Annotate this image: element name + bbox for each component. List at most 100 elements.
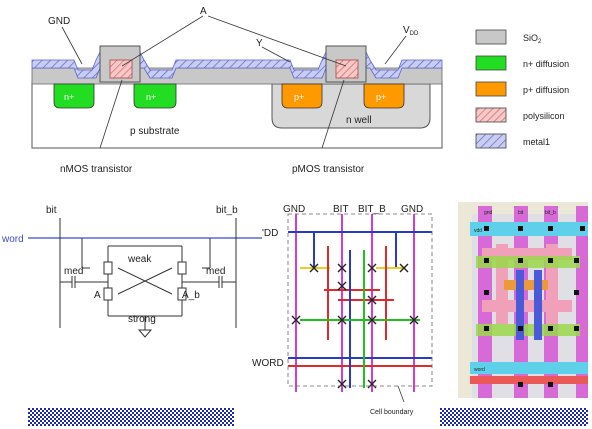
layout-contact xyxy=(518,226,523,231)
stick-bit-label: BIT xyxy=(333,204,349,215)
contact-8 xyxy=(337,315,347,325)
pmos-pointer xyxy=(321,79,345,149)
contact-4 xyxy=(399,263,409,273)
layout-contact xyxy=(518,258,523,263)
schematic-med-right-label: med xyxy=(206,266,225,277)
layout-contact xyxy=(484,290,489,295)
stick-vdd-label: 'DD xyxy=(262,228,278,239)
layout-contact xyxy=(484,258,489,263)
legend-swatch-n-diffusion xyxy=(475,55,507,71)
legend-swatch-metal1 xyxy=(475,133,507,149)
contact-1 xyxy=(309,263,319,273)
p-diffusion-left xyxy=(281,83,323,109)
contact-2 xyxy=(337,263,347,273)
layout-vdd-label: vdd xyxy=(474,228,482,234)
pmos-polysilicon-gate xyxy=(335,59,359,79)
legend-label-n-diffusion: n+ diffusion xyxy=(523,59,569,69)
stick-word-label: WORD xyxy=(252,358,284,369)
legend-swatch-polysilicon xyxy=(475,107,507,123)
layout-ndiff-2 xyxy=(476,324,580,336)
ground-symbol xyxy=(137,329,153,338)
sram-schematic xyxy=(28,218,262,338)
layout-contact xyxy=(484,226,489,231)
bottom-band-left xyxy=(28,408,234,426)
layout-word-metal xyxy=(470,362,588,374)
layout-bit-label: bit xyxy=(518,210,524,216)
n-plus-label-right: n+ xyxy=(146,92,156,102)
vdd-pointer xyxy=(384,35,407,65)
contact-5 xyxy=(337,281,347,291)
layout-contact xyxy=(548,326,553,331)
n-plus-label-left: n+ xyxy=(64,92,74,102)
layout-word-label: word xyxy=(474,367,485,373)
y-pointer xyxy=(261,46,291,63)
p-plus-label-left: p+ xyxy=(294,92,304,102)
layout-contact xyxy=(574,326,579,331)
vdd-label: VDD xyxy=(403,25,419,37)
a-pointer-right xyxy=(207,15,347,67)
n-diffusion-right xyxy=(133,83,177,109)
p-plus-label-right: p+ xyxy=(376,92,386,102)
schematic-bit-label: bit xyxy=(46,205,57,216)
stick-bit-b-label: BIT_B xyxy=(358,204,386,215)
contact-7 xyxy=(291,315,301,325)
layout-contact xyxy=(484,326,489,331)
layout-pdiff xyxy=(504,280,548,290)
cell-boundary-label: Cell boundary xyxy=(370,409,414,416)
nmos-transistor-label: nMOS transistor xyxy=(60,164,133,175)
cross-couple-2 xyxy=(117,267,173,295)
stick-gnd-right-label: GND xyxy=(401,204,423,215)
legend-label-polysilicon: polysilicon xyxy=(523,111,565,121)
cell-boundary xyxy=(287,213,433,387)
a-pointer-left xyxy=(121,15,204,67)
layout-contacts xyxy=(484,226,585,387)
nmos-polysilicon-gate xyxy=(109,59,133,79)
inv-left-pmos xyxy=(103,261,113,275)
gnd-pointer xyxy=(61,26,83,65)
pmos-transistor-label: pMOS transistor xyxy=(292,164,365,175)
inv-left-nmos xyxy=(103,287,113,301)
layout-bit-b-label: bit_b xyxy=(545,210,556,216)
schematic-word-label: word xyxy=(1,234,24,245)
layout-word-poly xyxy=(470,376,588,384)
legend-swatch-p-diffusion xyxy=(475,81,507,97)
cell-boundary-pointer xyxy=(397,385,405,403)
layout-gnd-label: gnd xyxy=(484,210,493,216)
contact-10 xyxy=(409,315,419,325)
layout-ndiff-1 xyxy=(476,256,580,268)
stick-diagram: GND BIT BIT_B GND 'DD WORD Cell boundary xyxy=(252,204,433,416)
gnd-label: GND xyxy=(48,16,70,27)
contact-9 xyxy=(367,315,377,325)
layout-contact xyxy=(518,326,523,331)
inv-right-pmos xyxy=(177,261,187,275)
schematic-weak-label: weak xyxy=(127,254,152,265)
cross-section: n+ n+ p+ p+ p substrate n well GND A Y V… xyxy=(31,6,443,175)
schematic-bit-b-label: bit_b xyxy=(216,205,238,216)
contact-11 xyxy=(337,379,347,389)
layout-contact xyxy=(574,290,579,295)
layout-contact xyxy=(548,382,553,387)
legend-label-metal1: metal1 xyxy=(523,137,550,147)
legend: SiO2 n+ diffusion p+ diffusion polysilic… xyxy=(475,29,569,149)
layout-contact xyxy=(548,226,553,231)
layout-metal2-4 xyxy=(576,206,588,398)
schematic-a-b-label: A_b xyxy=(182,290,200,301)
n-well-label: n well xyxy=(346,115,372,126)
layout-metal1-vert-2 xyxy=(534,270,542,340)
schematic-a-label: A xyxy=(94,290,101,301)
p-substrate-label: p substrate xyxy=(130,126,180,137)
contact-3 xyxy=(367,263,377,273)
stick-gnd-left-label: GND xyxy=(283,204,305,215)
layout-poly-2 xyxy=(482,300,572,312)
layout-vdd-rail xyxy=(470,222,588,236)
contact-6 xyxy=(367,295,377,305)
legend-swatch-oxide xyxy=(475,29,507,45)
stick-contacts xyxy=(291,263,419,389)
schematic-strong-label: strong xyxy=(128,314,156,325)
layout-contact xyxy=(580,226,585,231)
schematic-med-left-label: med xyxy=(64,266,83,277)
layout-metal1-vert-1 xyxy=(516,270,524,340)
p-diffusion-right xyxy=(363,83,405,109)
layout-view: vdd word gnd bit bit_b xyxy=(458,202,588,398)
